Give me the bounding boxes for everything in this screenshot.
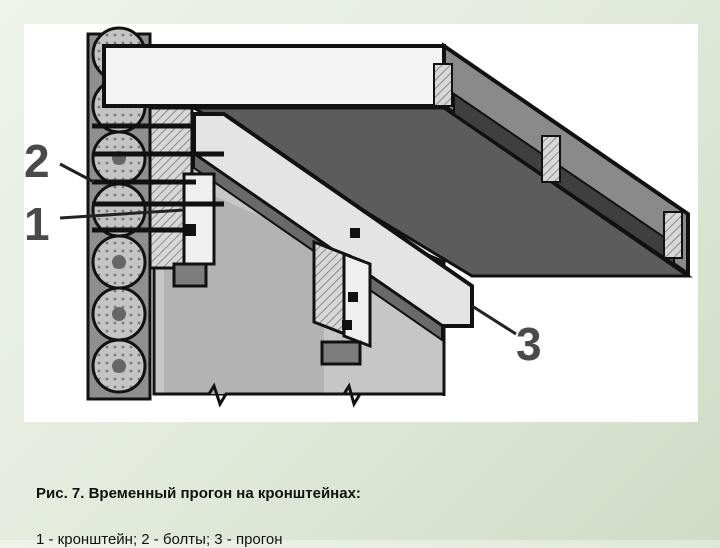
bracket-far bbox=[312, 239, 372, 366]
figure-panel: 2 1 3 bbox=[24, 24, 698, 422]
bracket-near bbox=[172, 172, 216, 288]
callout-3: 3 bbox=[516, 318, 542, 370]
scaffold-diagram: 2 1 3 bbox=[24, 26, 693, 408]
callout-leaders bbox=[59, 162, 517, 336]
callout-2: 2 bbox=[24, 135, 50, 187]
bolts bbox=[92, 123, 224, 233]
deck-platform bbox=[102, 42, 693, 278]
figure-caption: Рис. 7. Временный прогон на кронштейнах: bbox=[36, 485, 361, 502]
callout-1: 1 bbox=[24, 198, 50, 250]
